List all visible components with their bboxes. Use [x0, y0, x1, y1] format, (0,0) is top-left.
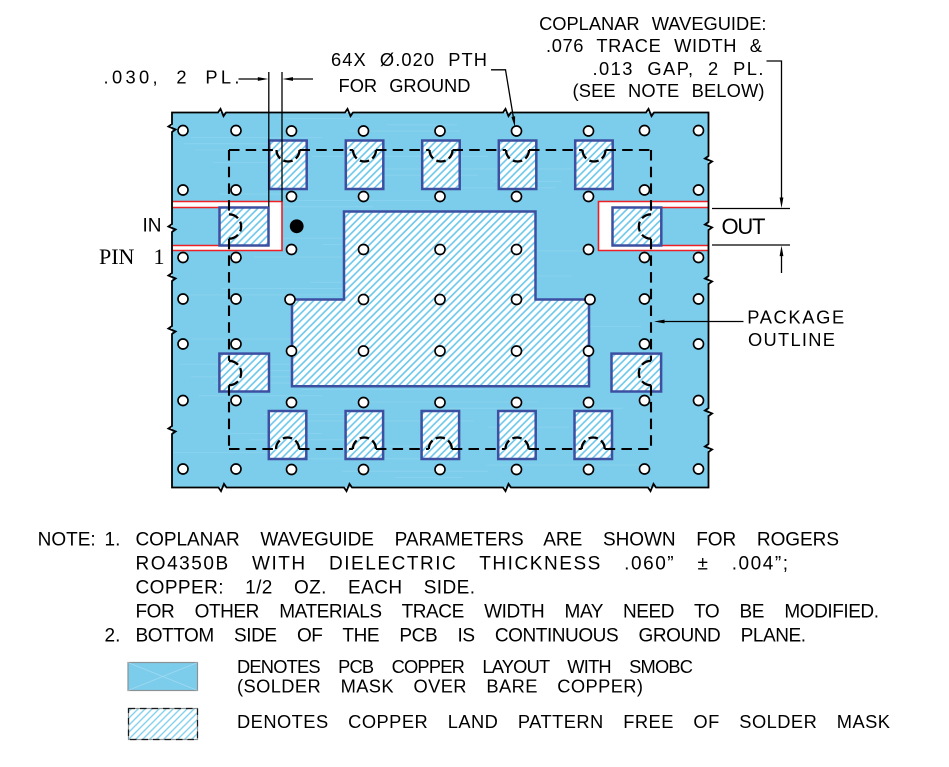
svg-text:2.: 2. — [105, 626, 121, 647]
svg-text:64X Ø.020 PTH: 64X Ø.020 PTH — [331, 49, 487, 70]
svg-text:FOR GROUND: FOR GROUND — [339, 75, 471, 96]
svg-text:DENOTES COPPER LAND PATTERN FR: DENOTES COPPER LAND PATTERN FREE OF SOLD… — [237, 711, 890, 732]
svg-text:BOTTOM SIDE OF THE PCB IS CONT: BOTTOM SIDE OF THE PCB IS CONTINUOUS GRO… — [136, 626, 807, 647]
svg-text:(SEE NOTE BELOW): (SEE NOTE BELOW) — [573, 80, 765, 101]
svg-text:1.: 1. — [105, 530, 121, 551]
svg-text:1: 1 — [154, 244, 165, 269]
svg-text:PACKAGE: PACKAGE — [747, 306, 844, 327]
svg-text:(SOLDER MASK OVER BARE COPPER): (SOLDER MASK OVER BARE COPPER) — [237, 675, 643, 696]
svg-text:RO4350B WITH DIELECTRIC THICKN: RO4350B WITH DIELECTRIC THICKNESS .060” … — [136, 554, 789, 575]
svg-text:COPLANAR WAVEGUIDE:: COPLANAR WAVEGUIDE: — [539, 13, 766, 34]
svg-text:OUT: OUT — [722, 214, 766, 239]
svg-text:FOR OTHER MATERIALS TRACE WIDT: FOR OTHER MATERIALS TRACE WIDTH MAY NEED… — [136, 602, 880, 623]
svg-text:.076 TRACE WIDTH &: .076 TRACE WIDTH & — [546, 35, 762, 56]
svg-text:COPLANAR WAVEGUIDE PARAMETERS: COPLANAR WAVEGUIDE PARAMETERS ARE SHOWN … — [136, 530, 840, 551]
svg-text:OUTLINE: OUTLINE — [748, 329, 835, 350]
svg-text:.013 GAP, 2 PL.: .013 GAP, 2 PL. — [593, 58, 764, 79]
svg-text:COPPER: 1/2 OZ. EACH SIDE.: COPPER: 1/2 OZ. EACH SIDE. — [136, 578, 476, 599]
svg-text:.030, 2 PL.: .030, 2 PL. — [104, 67, 240, 88]
svg-text:IN: IN — [143, 216, 162, 237]
svg-text:DENOTES PCB COPPER LAYOUT WITH: DENOTES PCB COPPER LAYOUT WITH SMOBC — [237, 656, 693, 677]
svg-text:NOTE:: NOTE: — [38, 530, 96, 551]
svg-text:PIN: PIN — [99, 244, 135, 269]
